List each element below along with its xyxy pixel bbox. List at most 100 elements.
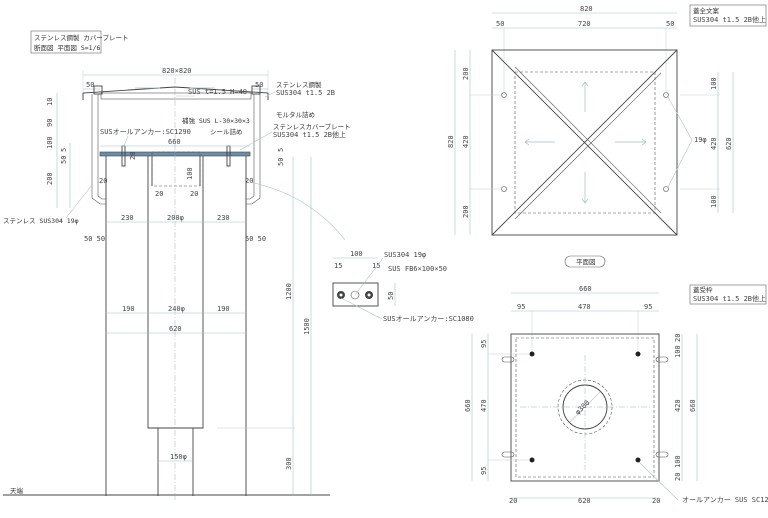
cover-hole-label: 19φ [694, 136, 707, 144]
base-inner [515, 337, 655, 478]
arrow-left-icon [524, 138, 555, 146]
hook-stub [501, 451, 515, 458]
detail-15-right: 15 [372, 262, 380, 270]
dim-230b: 230 [217, 214, 230, 222]
arrow-right-icon [615, 138, 647, 146]
detail-callout-arc [249, 181, 346, 241]
dim-right-5: 5 [277, 148, 285, 152]
hole-leader [667, 96, 693, 188]
base-right-20b: 20 [674, 473, 682, 481]
base-plan-view: 蓋受枠 SUS304 t1.5 2B他上 660 95 470 95 φ300 [464, 284, 768, 505]
cover-right-620: 620 [725, 137, 733, 150]
detail-width: 100 [350, 250, 363, 258]
cover-material-title: 蓋全文案 [693, 6, 720, 15]
cover-material: SUS304 t1.5 2B他上 [693, 15, 766, 24]
title-block: ステンレス鋼製 カバープレート 断面図 平面図 S=1/6 [30, 30, 129, 54]
detail-plate: SUS FB6×100×50 [388, 265, 447, 273]
detail-bolt: SUS304 19φ [384, 251, 426, 259]
note-reinforcement: 補強 SUS L-30×30×3 [182, 116, 250, 125]
title-frame [30, 30, 102, 54]
dim-90: 90 [46, 119, 54, 127]
view-label: 平面図 [576, 258, 596, 266]
cover-plan-view: 蓋全文案 SUS304 t1.5 2B他上 820 50 720 50 19φ [447, 4, 767, 268]
hole [501, 186, 507, 192]
dim-right-50: 50 [277, 158, 285, 166]
anchor-plate [332, 282, 379, 307]
cover-material-box [689, 4, 767, 27]
hook-right [246, 94, 261, 205]
dim-inner-20a: 20 [99, 177, 107, 185]
dim-190b: 190 [217, 305, 230, 313]
cover-top-50a: 50 [496, 20, 504, 28]
view-label-pill [564, 255, 606, 268]
bolt-hole [350, 290, 360, 300]
dim-230a: 230 [121, 214, 134, 222]
dim-50-left: 50 [86, 81, 94, 89]
anchor-plate-detail: 100 15 15 50 SUS304 19φ SUS FB6×100×50 S… [332, 250, 474, 323]
base-bottom-20a: 20 [509, 497, 517, 505]
base-right-100a: 100 [674, 345, 682, 358]
dim-50: 50 [60, 156, 68, 164]
anchor [635, 351, 641, 357]
cover-left-200b: 200 [462, 205, 470, 218]
dim-recess-20: 20 [129, 152, 137, 160]
dim-300: 300 [285, 457, 293, 470]
leader [123, 135, 129, 147]
base-top-470: 470 [578, 303, 591, 311]
arrow-down-icon [581, 172, 589, 204]
dim-recess-100: 100 [186, 167, 194, 180]
dim-190a: 190 [122, 305, 135, 313]
dim-10: 10 [46, 98, 54, 106]
cover-right-100a: 100 [710, 77, 718, 90]
base-right-100b: 100 [674, 455, 682, 468]
base-left-95b: 95 [480, 467, 488, 475]
base-left-470: 470 [480, 399, 488, 412]
arrow-up-icon [581, 81, 589, 112]
base-top-95b: 95 [644, 303, 652, 311]
detail-height: 50 [387, 292, 395, 300]
base-anchor: オールアンカー SUS SC1290 [682, 496, 768, 504]
anchor-hole-center [367, 293, 371, 297]
note-mortar: モルタル詰め [276, 110, 315, 119]
hook-stub [655, 451, 669, 458]
leader [354, 257, 384, 296]
base-material: SUS304 t1.5 2B他上 [693, 294, 766, 303]
dim-inner-20c: 20 [190, 190, 198, 198]
dim-620: 620 [169, 325, 182, 333]
bolt-head-right [251, 85, 261, 95]
base-left-95a: 95 [480, 340, 488, 348]
base-outline [510, 333, 660, 482]
base-bottom-20b: 20 [652, 497, 660, 505]
cover-left-420: 420 [462, 135, 470, 148]
cover-outline [491, 49, 678, 236]
note-anchor: SUSオールアンカー:SC1290 [100, 128, 191, 136]
diameter-line [569, 391, 601, 423]
dim-overall: 820×820 [162, 67, 192, 75]
hole [501, 92, 507, 98]
drain-arrows [524, 81, 647, 204]
leader [239, 131, 273, 151]
base-right-20a: 20 [674, 334, 682, 342]
note-plate-material: SUS304 t1.5 2B他上 [273, 130, 346, 139]
cover-rib [100, 92, 252, 100]
rib [514, 66, 662, 214]
title-line2: 断面図 平面図 S=1/6 [34, 43, 100, 52]
cover-top-50b: 50 [666, 20, 674, 28]
hook-left [91, 94, 106, 205]
base-top-95a: 95 [517, 303, 525, 311]
dim-1500: 1500 [303, 318, 311, 335]
dim-inner-20d: 20 [245, 177, 253, 185]
base-right-420: 420 [674, 399, 682, 412]
base-bottom-620: 620 [578, 497, 591, 505]
cover-top-total: 820 [580, 5, 593, 13]
dim-50-50a: 50 50 [84, 235, 105, 243]
hole [663, 186, 669, 192]
hook-stub [501, 356, 515, 363]
leader [264, 91, 276, 98]
cover-diagonal [491, 49, 678, 236]
note-bolt: ステンレス SUS304 19φ [3, 217, 79, 225]
base-pipe: φ300 [574, 399, 592, 417]
anchor [529, 351, 535, 357]
dim-inner-20b: 20 [155, 190, 163, 198]
detail-anchor: SUSオールアンカー:SC1080 [383, 315, 474, 323]
